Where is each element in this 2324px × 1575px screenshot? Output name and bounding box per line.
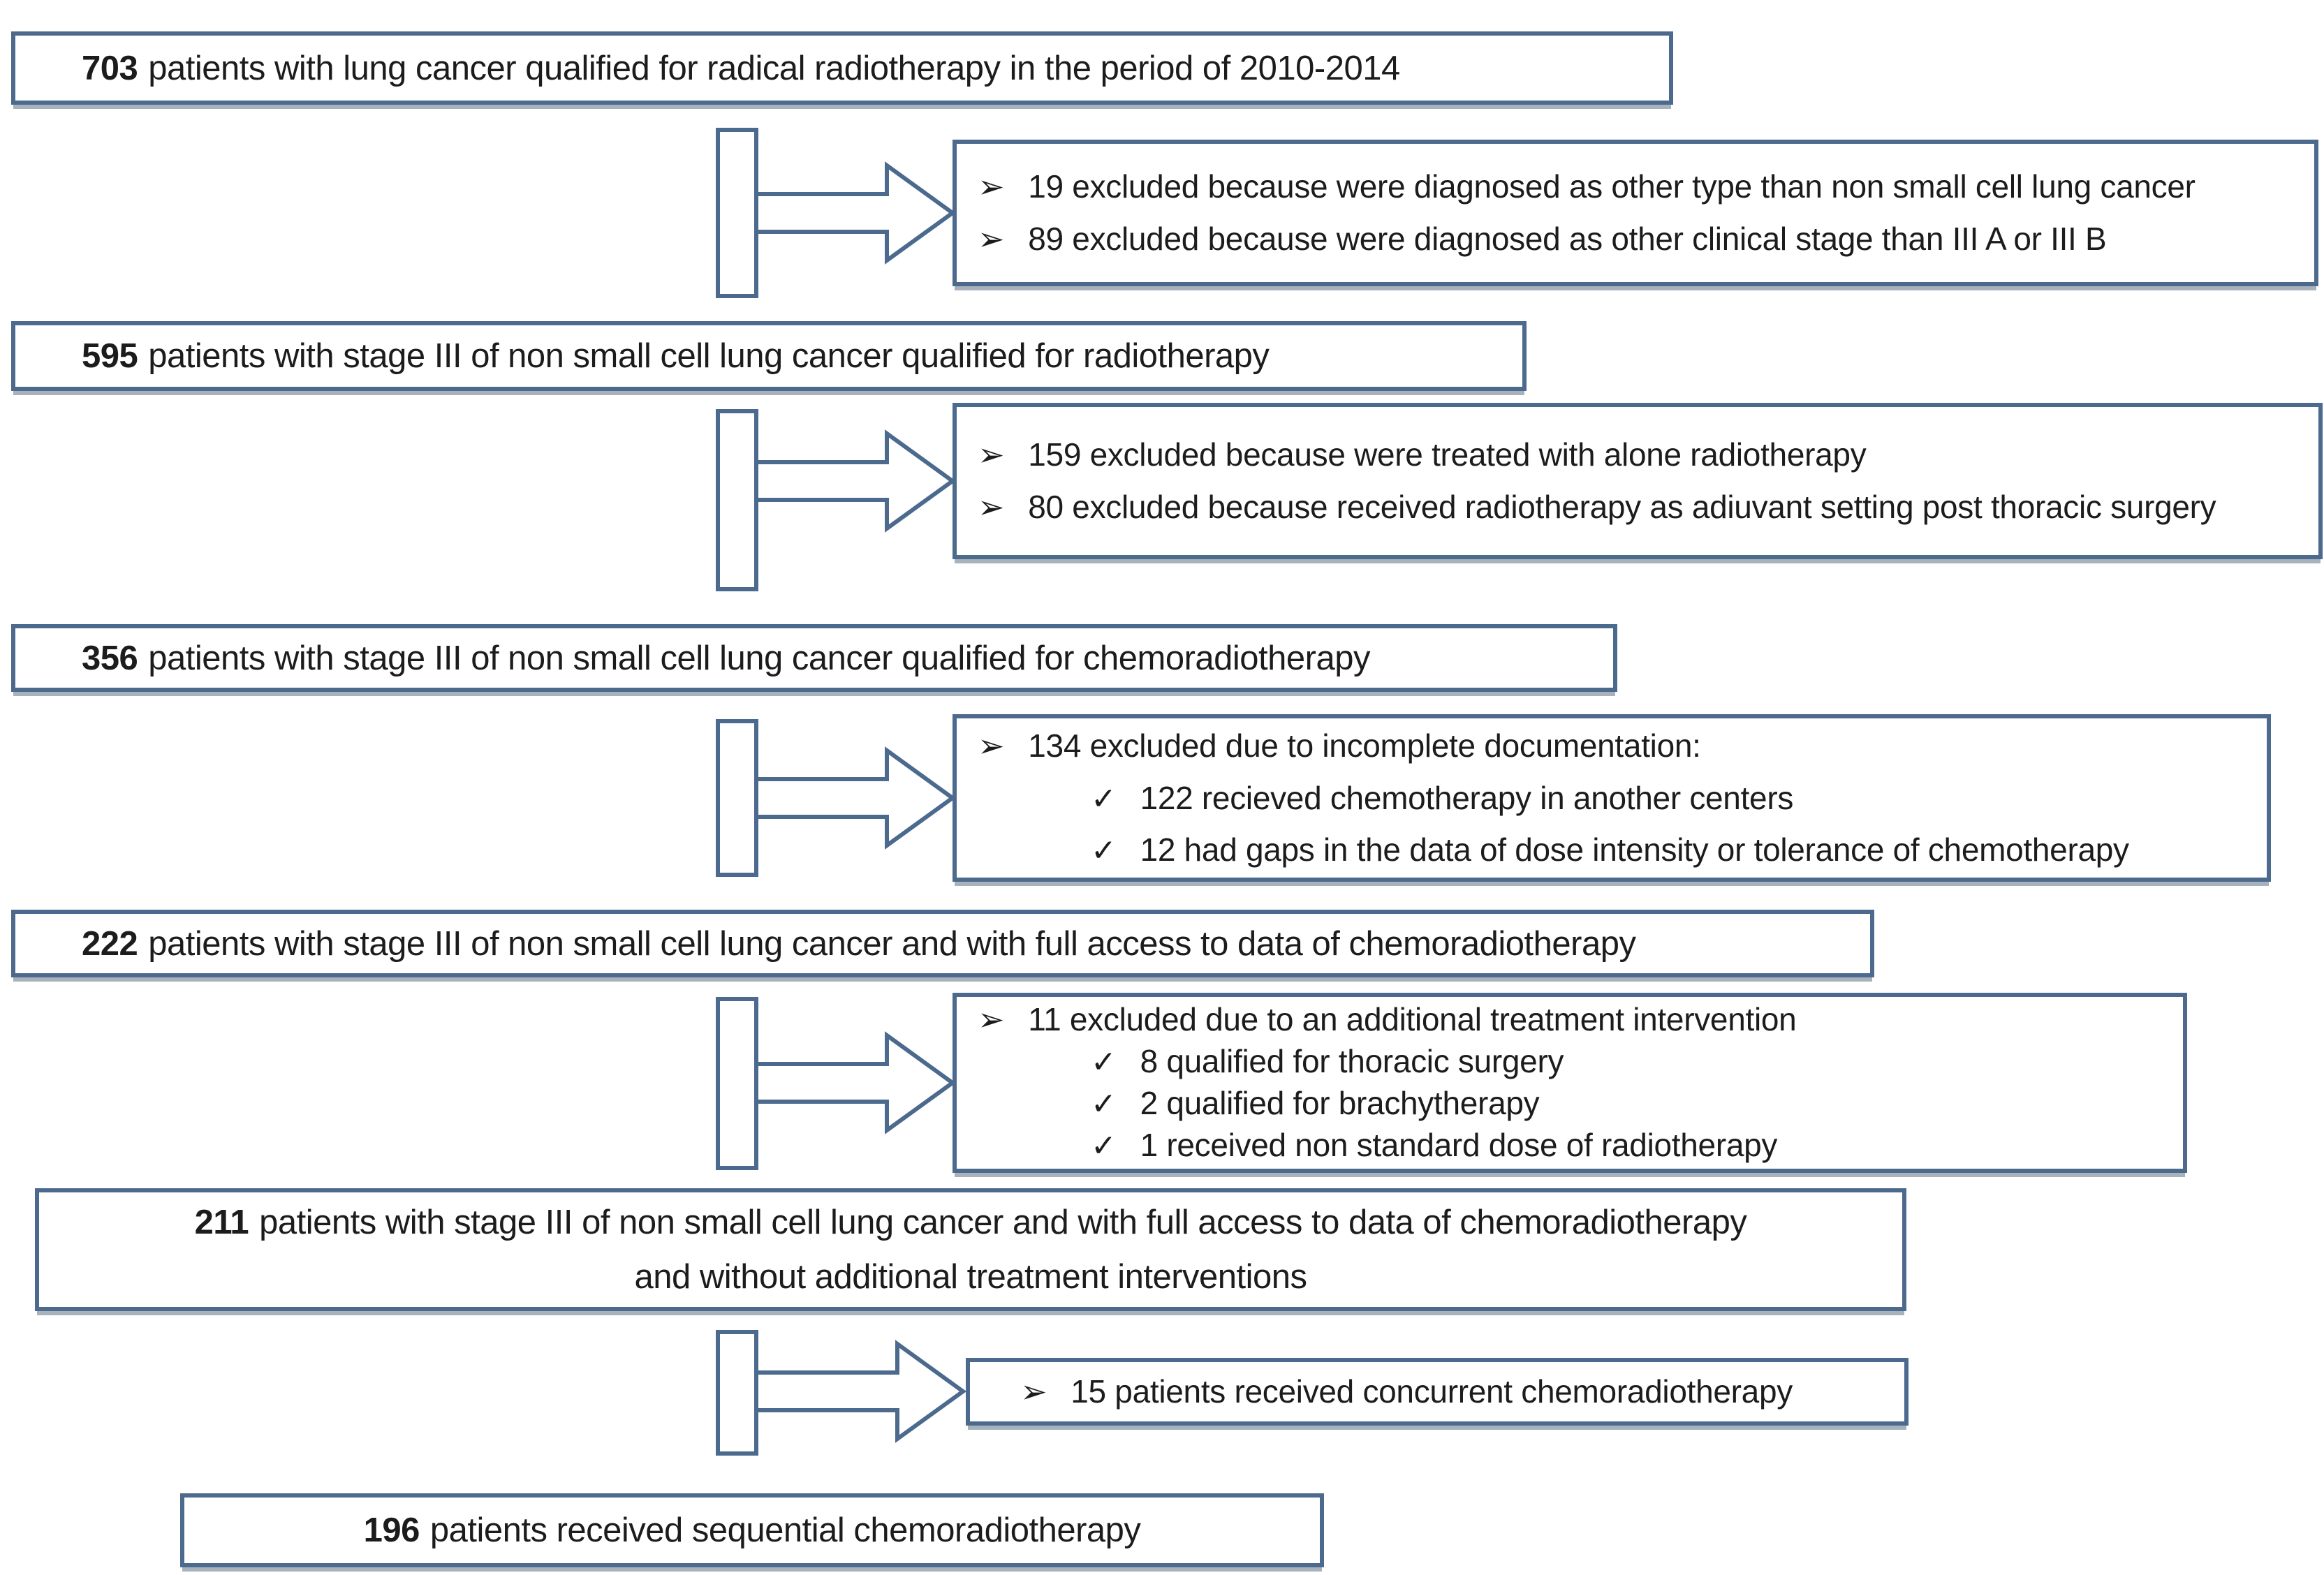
exclusion-item: ➢ 80 excluded because received radiother… xyxy=(957,481,2318,533)
cohort-label: patients with stage III of non small cel… xyxy=(148,639,1370,677)
check-bullet-icon: ✓ xyxy=(1091,1086,1117,1122)
arrow-bullet-icon: ➢ xyxy=(978,488,1005,526)
arrow-bullet-icon: ➢ xyxy=(1020,1373,1047,1411)
exclusion-item: ➢ 89 excluded because were diagnosed as … xyxy=(957,213,2314,265)
exclusion-text: 19 excluded because were diagnosed as ot… xyxy=(1028,168,2196,205)
exclusion-item: ➢ 159 excluded because were treated with… xyxy=(957,429,2318,481)
exclusion-item: ➢ 15 patients received concurrent chemor… xyxy=(970,1366,1904,1418)
exclusion-subitem: ✓ 2 qualified for brachytherapy xyxy=(957,1083,2183,1125)
exclusion-text: 12 had gaps in the data of dose intensit… xyxy=(1140,831,2129,868)
exclusion-text: 15 patients received concurrent chemorad… xyxy=(1071,1373,1793,1410)
elbow-arrow-icon xyxy=(716,719,957,877)
check-bullet-icon: ✓ xyxy=(1091,833,1117,869)
check-bullet-icon: ✓ xyxy=(1091,781,1117,817)
exclusion-text: 134 excluded due to incomplete documenta… xyxy=(1028,727,1701,764)
exclusion-item: ➢ 134 excluded due to incomplete documen… xyxy=(957,720,2267,772)
elbow-arrow-icon xyxy=(716,1330,967,1456)
exclusion-subitem: ✓ 12 had gaps in the data of dose intens… xyxy=(957,824,2267,876)
cohort-count: 211 xyxy=(194,1203,249,1241)
cohort-label: patients received sequential chemoradiot… xyxy=(429,1511,1141,1549)
cohort-count: 356 xyxy=(82,639,138,677)
exclusion-text: 159 excluded because were treated with a… xyxy=(1028,436,1867,473)
exclusion-box-1: ➢ 19 excluded because were diagnosed as … xyxy=(953,140,2318,286)
arrow-bullet-icon: ➢ xyxy=(978,168,1005,206)
exclusion-box-4: ➢ 11 excluded due to an additional treat… xyxy=(953,993,2187,1173)
check-bullet-icon: ✓ xyxy=(1091,1044,1117,1081)
exclusion-text: 89 excluded because were diagnosed as ot… xyxy=(1028,221,2107,257)
cohort-label: patients with stage III of non small cel… xyxy=(148,924,1636,963)
cohort-box-211: 211 patients with stage III of non small … xyxy=(35,1188,1906,1311)
arrow-bullet-icon: ➢ xyxy=(978,220,1005,258)
exclusion-box-5: ➢ 15 patients received concurrent chemor… xyxy=(966,1358,1909,1426)
exclusion-text: 2 qualified for brachytherapy xyxy=(1140,1085,1540,1121)
exclusion-text: 1 received non standard dose of radiothe… xyxy=(1140,1126,1778,1163)
arrow-bullet-icon: ➢ xyxy=(978,1000,1005,1039)
arrow-bullet-icon: ➢ xyxy=(978,436,1005,474)
cohort-count: 222 xyxy=(82,924,138,963)
check-bullet-icon: ✓ xyxy=(1091,1127,1117,1164)
cohort-box-222: 222 patients with stage III of non small… xyxy=(11,910,1874,977)
cohort-box-595: 595 patients with stage III of non small… xyxy=(11,321,1527,391)
exclusion-subitem: ✓ 122 recieved chemotherapy in another c… xyxy=(957,772,2267,825)
arrow-bullet-icon: ➢ xyxy=(978,727,1005,765)
exclusion-text: 80 excluded because received radiotherap… xyxy=(1028,489,2216,525)
cohort-box-703: 703 patients with lung cancer qualified … xyxy=(11,31,1673,105)
cohort-count: 196 xyxy=(363,1511,420,1549)
cohort-count: 703 xyxy=(82,49,138,87)
elbow-arrow-icon xyxy=(716,128,957,298)
exclusion-box-2: ➢ 159 excluded because were treated with… xyxy=(953,403,2323,559)
exclusion-subitem: ✓ 1 received non standard dose of radiot… xyxy=(957,1125,2183,1167)
cohort-label: patients with stage III of non small cel… xyxy=(259,1203,1747,1241)
exclusion-text: 11 excluded due to an additional treatme… xyxy=(1028,1001,1797,1038)
exclusion-item: ➢ 11 excluded due to an additional treat… xyxy=(957,999,2183,1041)
exclusion-item: ➢ 19 excluded because were diagnosed as … xyxy=(957,161,2314,213)
cohort-label: patients with lung cancer qualified for … xyxy=(148,49,1400,87)
cohort-line-2: and without additional treatment interve… xyxy=(634,1258,1307,1296)
cohort-box-356: 356 patients with stage III of non small… xyxy=(11,624,1617,692)
exclusion-box-3: ➢ 134 excluded due to incomplete documen… xyxy=(953,714,2271,882)
cohort-box-196: 196 patients received sequential chemora… xyxy=(180,1493,1324,1567)
elbow-arrow-icon xyxy=(716,997,957,1170)
cohort-line-1: 211 patients with stage III of non small … xyxy=(195,1195,1747,1250)
cohort-label: patients with stage III of non small cel… xyxy=(148,337,1270,375)
exclusion-text: 8 qualified for thoracic surgery xyxy=(1140,1043,1564,1080)
exclusion-text: 122 recieved chemotherapy in another cen… xyxy=(1140,779,1794,816)
exclusion-subitem: ✓ 8 qualified for thoracic surgery xyxy=(957,1041,2183,1083)
cohort-count: 595 xyxy=(82,337,138,375)
elbow-arrow-icon xyxy=(716,409,957,591)
